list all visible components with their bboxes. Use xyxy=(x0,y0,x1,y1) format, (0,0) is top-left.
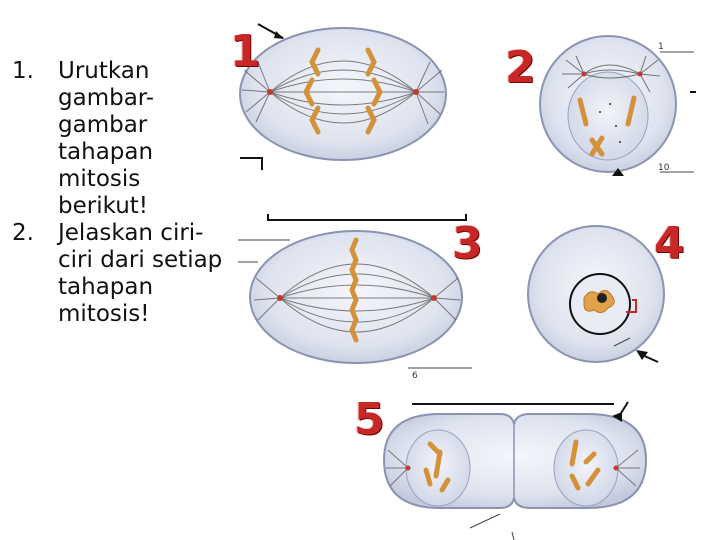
stage-label-2: 2 xyxy=(505,42,536,93)
question-2-number: 2. xyxy=(12,220,34,246)
question-list: 1. Urutkan gambar-gambar tahapan mitosis… xyxy=(6,58,236,328)
cell-anaphase xyxy=(239,23,447,170)
question-1-number: 1. xyxy=(12,58,34,84)
cell-interphase xyxy=(527,225,665,363)
cell-prophase: 1 10 xyxy=(539,35,696,176)
stage-label-4: 4 xyxy=(654,218,685,269)
question-1: 1. Urutkan gambar-gambar tahapan mitosis… xyxy=(6,58,236,220)
stage-label-5: 5 xyxy=(354,394,385,445)
callout-number-6: 6 xyxy=(412,371,418,381)
callout-number-1: 1 xyxy=(658,42,664,52)
question-1-text: Urutkan gambar-gambar tahapan mitosis be… xyxy=(58,58,155,219)
stage-label-1: 1 xyxy=(230,26,261,77)
question-2-text: Jelaskan ciri-ciri dari setiap tahapan m… xyxy=(58,220,223,327)
cell-telophase xyxy=(382,401,648,540)
stage-label-3: 3 xyxy=(452,218,483,269)
question-2: 2. Jelaskan ciri-ciri dari setiap tahapa… xyxy=(6,220,236,328)
callout-number-10: 10 xyxy=(658,163,670,173)
cell-metaphase: 6 xyxy=(238,214,472,381)
